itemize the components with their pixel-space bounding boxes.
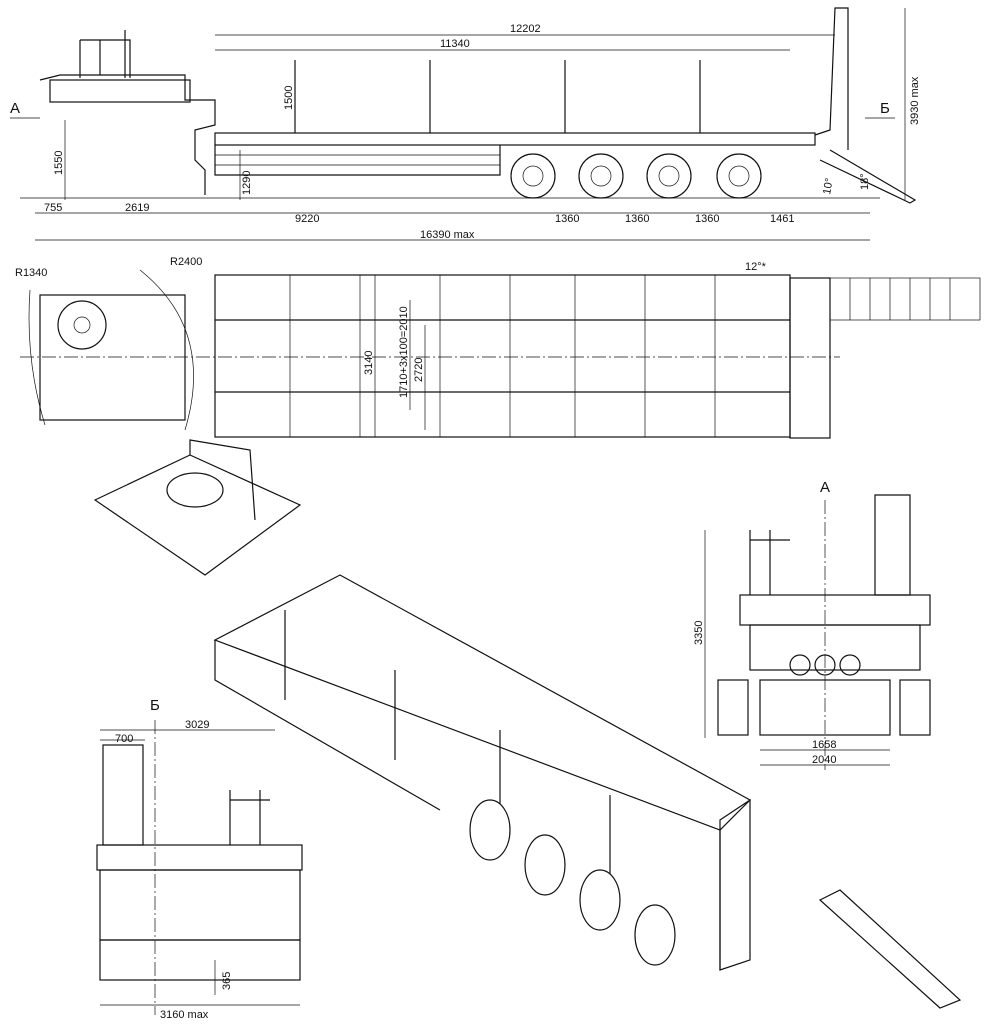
dim-axle-2: 1360 bbox=[625, 213, 649, 225]
deck-panels bbox=[289, 275, 716, 437]
spare-wheel bbox=[57, 300, 107, 350]
deck-plan bbox=[214, 274, 791, 438]
view-a-winch-frame bbox=[749, 530, 790, 595]
dim-height-max: 3930 max bbox=[909, 76, 921, 125]
ramp-lowered bbox=[819, 149, 917, 204]
dim-ramp-turn: 12°* bbox=[745, 261, 767, 273]
wheel-hub bbox=[590, 165, 612, 187]
dim-overall-length: 16390 max bbox=[420, 229, 475, 241]
iso-deck bbox=[213, 574, 751, 831]
wheel bbox=[634, 904, 676, 966]
wheel bbox=[524, 834, 566, 896]
dim-front-overhang: 755 bbox=[44, 202, 62, 214]
wheel bbox=[646, 153, 692, 199]
view-a-title: А bbox=[820, 479, 830, 496]
view-b-title: Б bbox=[150, 697, 160, 714]
isometric-view bbox=[93, 439, 962, 1009]
view-b-deck bbox=[96, 844, 303, 871]
main-deck bbox=[214, 132, 816, 146]
section-a-marker: А bbox=[10, 100, 20, 117]
dim-view-b-width-max: 3160 max bbox=[160, 1009, 209, 1021]
light bbox=[789, 654, 811, 676]
ramp-base-plan bbox=[789, 277, 831, 439]
iso-ramp-raised bbox=[719, 798, 751, 971]
iso-spare-wheel bbox=[166, 472, 224, 508]
dim-wheelbase: 9220 bbox=[295, 213, 319, 225]
dim-view-a-track: 1658 bbox=[812, 739, 836, 751]
dim-axle-1: 1360 bbox=[555, 213, 579, 225]
wheel-hub bbox=[522, 165, 544, 187]
gooseneck-deck bbox=[49, 79, 191, 103]
dim-radius-front: R1340 bbox=[15, 267, 47, 279]
dim-ramp-spacing: 1710+3x100=2010 bbox=[398, 306, 410, 398]
dim-view-a-height: 3350 bbox=[693, 621, 705, 645]
plan-view: R1340 R2400 12°* 3140 1710+3x100=2010 27… bbox=[15, 256, 981, 439]
side-view: А Б 12202 11340 1500 3930 max 1550 1290 … bbox=[10, 7, 921, 241]
dim-axle-3: 1360 bbox=[695, 213, 719, 225]
radius-front-arc bbox=[28, 289, 46, 426]
wheel bbox=[578, 153, 624, 199]
iso-stakes bbox=[284, 610, 611, 885]
dim-kingpin: 2619 bbox=[125, 202, 149, 214]
view-b-axle-assembly bbox=[99, 939, 301, 981]
dim-radius-swing: R2400 bbox=[170, 256, 202, 268]
view-b-frame bbox=[99, 869, 301, 941]
ramp-raised bbox=[814, 7, 849, 150]
dim-overall-deck: 12202 bbox=[510, 23, 541, 35]
view-b-ramp bbox=[102, 744, 144, 846]
stakes bbox=[294, 60, 701, 133]
iso-ramp-lowered bbox=[818, 889, 962, 1009]
wheel-hub bbox=[658, 165, 680, 187]
dim-view-b-clearance: 365 bbox=[221, 972, 233, 990]
view-b: Б 700 3029 365 3160 max bbox=[96, 697, 303, 1021]
wheel bbox=[716, 153, 762, 199]
dim-view-b-ramp-width: 700 bbox=[115, 733, 133, 745]
gooseneck-outline bbox=[39, 74, 216, 195]
section-b-marker: Б bbox=[880, 100, 890, 117]
radius-swing-arc bbox=[139, 269, 194, 431]
iso-wheels bbox=[469, 799, 676, 966]
wheel-hub bbox=[728, 165, 750, 187]
view-a: А 3350 1658 2040 bbox=[693, 479, 931, 770]
dim-inner-width: 2720 bbox=[413, 358, 425, 382]
wheel bbox=[579, 869, 621, 931]
wheel bbox=[510, 153, 556, 199]
dim-fifth-wheel-height: 1550 bbox=[53, 151, 65, 175]
axle-assembly bbox=[759, 679, 891, 736]
wheels bbox=[510, 153, 762, 199]
winch-frame bbox=[79, 30, 131, 78]
spare-wheel-hub bbox=[73, 316, 91, 334]
dim-ramp-angle-2: 18° bbox=[859, 173, 871, 190]
view-a-frame bbox=[749, 624, 921, 671]
iso-gooseneck bbox=[93, 454, 302, 576]
dim-ramp-angle-1: 10° bbox=[821, 177, 836, 195]
dim-plan-width: 3140 bbox=[363, 351, 375, 375]
side-dimension-lines bbox=[10, 8, 906, 241]
dim-stake-height: 1500 bbox=[283, 86, 295, 110]
wheel bbox=[469, 799, 511, 861]
dim-rear-overhang: 1461 bbox=[770, 213, 794, 225]
light bbox=[839, 654, 861, 676]
view-a-deck bbox=[739, 594, 931, 626]
wheel bbox=[899, 679, 931, 736]
dim-deck-height: 1290 bbox=[241, 171, 253, 195]
view-a-ramp bbox=[874, 494, 911, 596]
ramp-plan bbox=[829, 277, 981, 321]
dim-deck: 11340 bbox=[440, 38, 470, 50]
deck-frame-rails bbox=[215, 154, 500, 166]
light bbox=[814, 654, 836, 676]
iso-winch-frame bbox=[189, 439, 256, 521]
view-b-winch-frame bbox=[229, 790, 270, 845]
wheel bbox=[717, 679, 749, 736]
gooseneck-plan bbox=[39, 294, 186, 421]
dim-view-b-ramp-span: 3029 bbox=[185, 719, 209, 731]
deck-frame bbox=[214, 145, 501, 176]
dim-view-a-width: 2040 bbox=[812, 754, 836, 766]
